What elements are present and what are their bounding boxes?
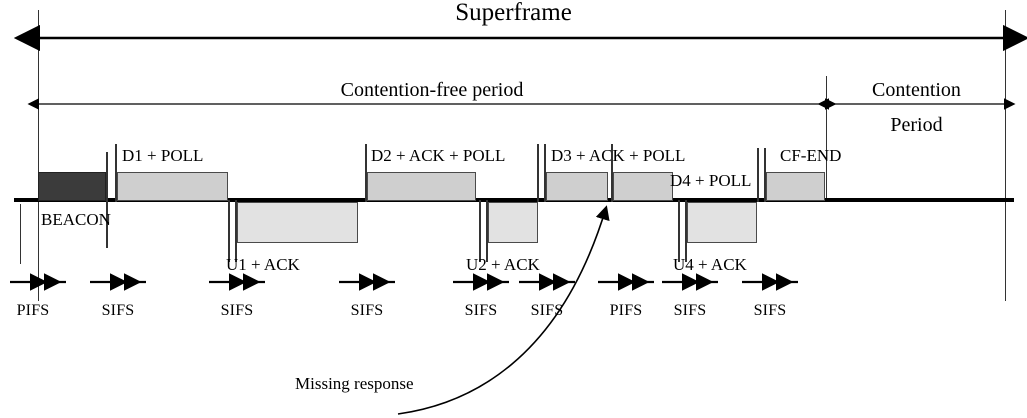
tick-d1-start [115, 144, 117, 202]
frame-beacon-label: BEACON [41, 210, 111, 229]
frame-cf-end [766, 172, 825, 201]
boundary-line-cfp-end [826, 76, 827, 202]
pifs-guide-left [20, 204, 21, 264]
frame-u1-label: U1 + ACK [226, 255, 300, 274]
cp-label-line1: Contention [872, 79, 961, 101]
cp-label-line2: Period [890, 114, 943, 136]
ifs-label-3: SIFS [350, 302, 384, 319]
frame-d2 [367, 172, 476, 201]
tick-u2-start [479, 200, 481, 262]
tick-u1-start2 [235, 200, 237, 262]
tick-u2-start2 [486, 200, 488, 262]
time-axis-baseline [14, 198, 1014, 202]
frame-u4 [687, 202, 757, 243]
frame-u1 [237, 202, 358, 243]
tick-u1-start [228, 200, 230, 262]
frame-d3-label: D3 + ACK + POLL [551, 146, 686, 165]
frame-d1-label: D1 + POLL [122, 146, 204, 165]
ifs-label-7: SIFS [673, 302, 707, 319]
tick-cfend-start [757, 148, 759, 202]
page-title: Superframe [455, 0, 572, 26]
ifs-label-8: SIFS [753, 302, 787, 319]
cfp-label: Contention-free period [340, 79, 524, 101]
frame-d4-label: D4 + POLL [670, 171, 752, 190]
frame-cf-end-label: CF-END [780, 146, 842, 165]
ifs-label-2: SIFS [220, 302, 254, 319]
frame-u4-label: U4 + ACK [673, 255, 747, 274]
boundary-line-left [38, 10, 39, 301]
ifs-label-4: SIFS [464, 302, 498, 319]
frame-d1 [117, 172, 228, 201]
tick-u4-start2 [685, 200, 687, 262]
missing-response-leader [397, 205, 610, 415]
tick-d4-start [611, 144, 613, 202]
missing-response-label: Missing response [295, 374, 414, 393]
frame-beacon [38, 172, 106, 201]
ifs-label-1: SIFS [101, 302, 135, 319]
ifs-label-6: PIFS [609, 302, 643, 319]
tick-beacon-end [106, 152, 108, 248]
frame-d3 [546, 172, 608, 201]
tick-d2-end [537, 144, 539, 202]
frame-u2 [488, 202, 538, 243]
frame-d4 [613, 172, 673, 201]
tick-cfend-start2 [764, 148, 766, 202]
tick-u4-start [678, 200, 680, 262]
boundary-line-right [1005, 10, 1006, 301]
tick-d2-start [365, 144, 367, 202]
tick-d3-start [544, 144, 546, 202]
ifs-label-5: SIFS [530, 302, 564, 319]
ifs-label-0: PIFS [16, 302, 50, 319]
frame-d2-label: D2 + ACK + POLL [371, 146, 506, 165]
frame-u2-label: U2 + ACK [466, 255, 540, 274]
